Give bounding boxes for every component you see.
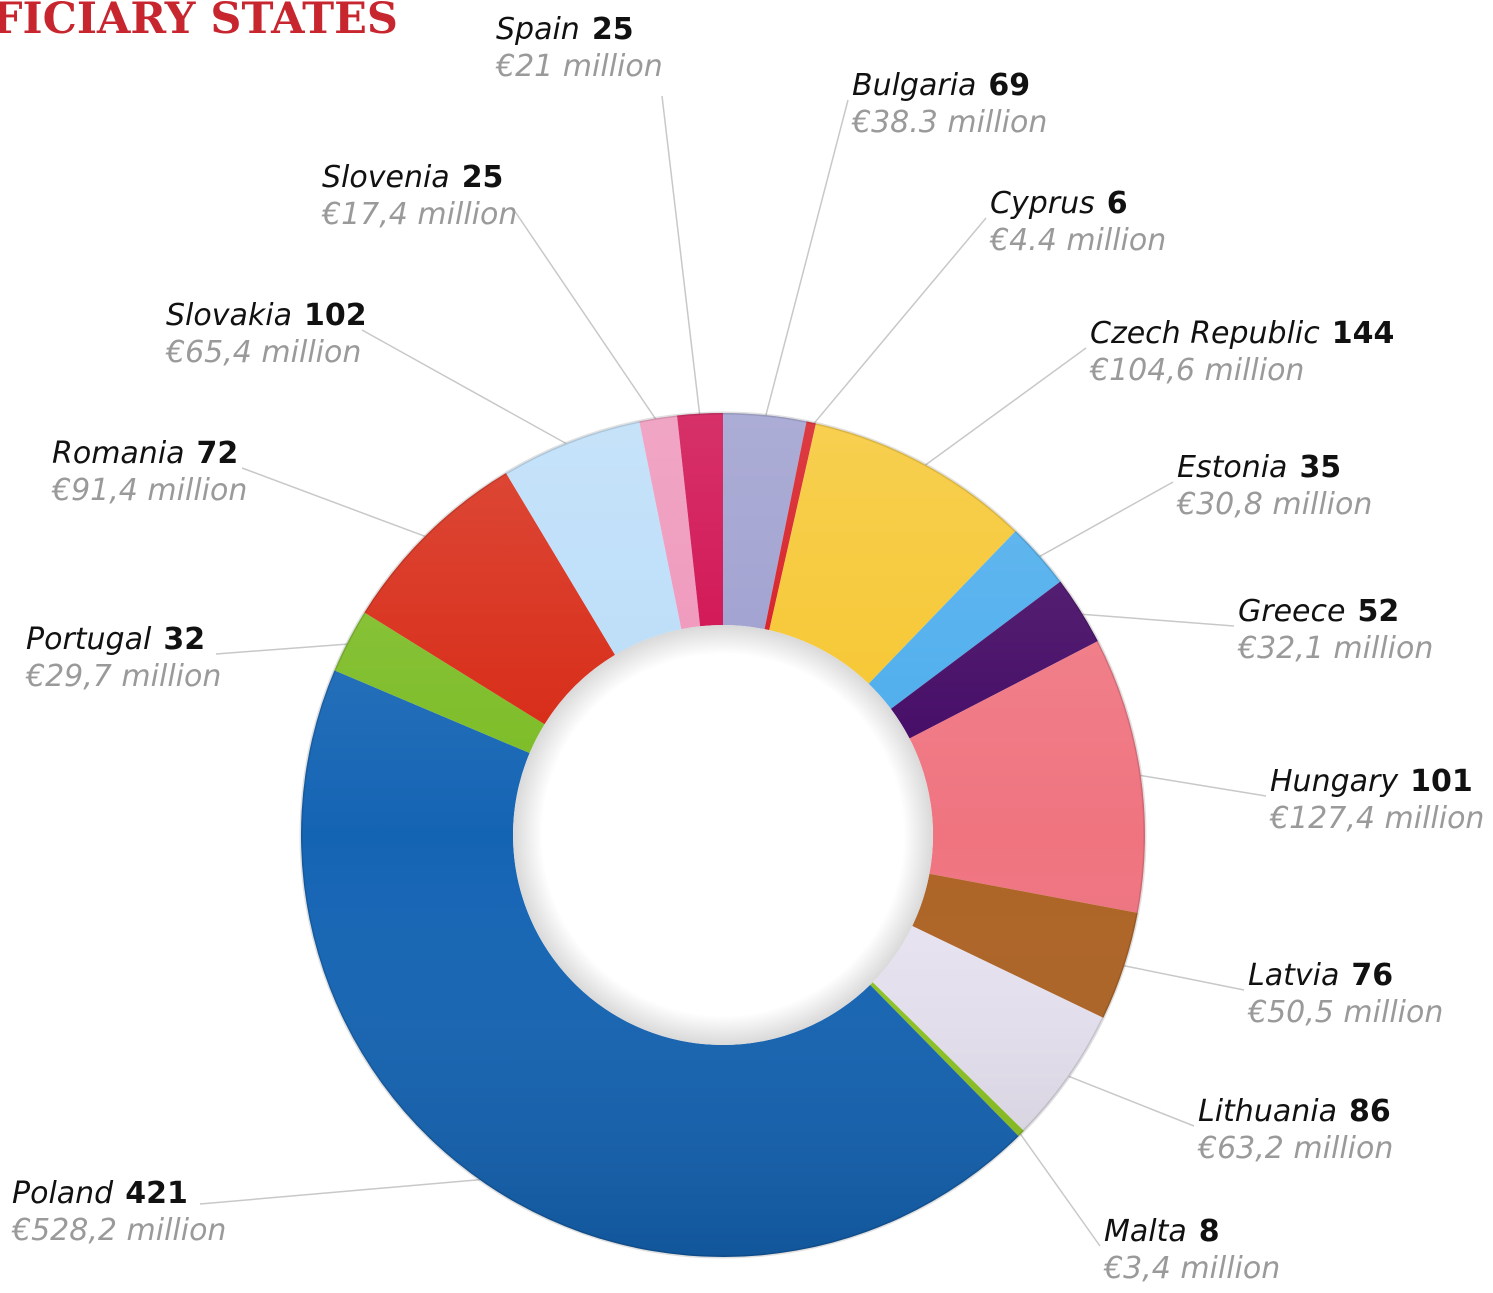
label-latvia: Latvia 76€50,5 million — [1248, 958, 1443, 1030]
leader-hungary — [1134, 773, 1267, 797]
country-name: Hungary — [1270, 764, 1399, 799]
country-name: Slovakia — [166, 298, 292, 333]
project-count: 102 — [303, 298, 367, 333]
amount-label: €63,2 million — [1198, 1131, 1394, 1166]
project-count: 101 — [1410, 764, 1473, 799]
amount-label: €17,4 million — [322, 197, 518, 232]
leader-spain — [661, 95, 702, 420]
leader-romania — [241, 467, 432, 540]
leader-latvia — [1118, 963, 1245, 991]
leader-lines — [199, 95, 1267, 1247]
donut-outer-edge — [299, 411, 1147, 1259]
amount-label: €3,4 million — [1104, 1251, 1281, 1286]
country-name: Greece — [1238, 594, 1346, 629]
leader-estonia — [1034, 481, 1174, 560]
country-name: Spain — [496, 12, 580, 47]
label-romania: Romania 72€91,4 million — [52, 436, 247, 508]
country-name: Bulgaria — [852, 68, 977, 103]
leader-slovenia — [513, 209, 660, 425]
amount-label: €91,4 million — [52, 473, 248, 508]
country-name: Czech Republic — [1090, 316, 1320, 351]
label-hungary: Hungary 101€127,4 million — [1270, 764, 1484, 836]
project-count: 6 — [1106, 186, 1128, 221]
amount-label: €528,2 million — [12, 1213, 227, 1248]
project-count: 35 — [1299, 450, 1342, 485]
leader-greece — [1075, 612, 1235, 627]
label-lithuania: Lithuania 86€63,2 million — [1198, 1094, 1393, 1166]
leader-czech-republic — [919, 347, 1087, 470]
amount-label: €38.3 million — [852, 105, 1048, 140]
project-count: 421 — [125, 1176, 188, 1211]
amount-label: €21 million — [496, 49, 663, 84]
leader-poland — [199, 1178, 489, 1205]
label-malta: Malta 8€3,4 million — [1104, 1214, 1280, 1286]
leader-malta — [1016, 1128, 1101, 1247]
country-name: Malta — [1104, 1214, 1187, 1249]
amount-label: €32,1 million — [1238, 631, 1434, 666]
country-name: Cyprus — [990, 186, 1095, 221]
label-slovakia: Slovakia 102€65,4 million — [166, 298, 367, 370]
project-count: 86 — [1348, 1094, 1391, 1129]
project-count: 25 — [591, 12, 634, 47]
country-name: Portugal — [26, 622, 152, 657]
project-count: 69 — [988, 68, 1031, 103]
amount-label: €29,7 million — [26, 659, 222, 694]
label-portugal: Portugal 32€29,7 million — [26, 622, 221, 694]
country-name: Lithuania — [1198, 1094, 1337, 1129]
amount-label: €50,5 million — [1248, 995, 1444, 1030]
leader-lithuania — [1063, 1073, 1195, 1127]
project-count: 144 — [1331, 316, 1395, 351]
label-greece: Greece 52€32,1 million — [1238, 594, 1433, 666]
project-count: 72 — [196, 436, 239, 471]
donut-overlay — [299, 411, 1147, 1259]
label-estonia: Estonia 35€30,8 million — [1177, 450, 1372, 522]
label-cyprus: Cyprus 6€4.4 million — [990, 186, 1166, 258]
donut-hole — [513, 625, 933, 1045]
country-name: Estonia — [1177, 450, 1288, 485]
label-bulgaria: Bulgaria 69€38.3 million — [852, 68, 1047, 140]
leader-slovakia — [361, 329, 573, 448]
leader-bulgaria — [763, 99, 849, 422]
project-count: 25 — [461, 160, 504, 195]
label-spain: Spain 25€21 million — [496, 12, 663, 84]
project-count: 32 — [163, 622, 206, 657]
country-name: Slovenia — [322, 160, 450, 195]
page-title: FICIARY STATES — [0, 0, 398, 44]
country-name: Romania — [52, 436, 185, 471]
ring-shading — [300, 413, 1145, 1257]
amount-label: €4.4 million — [990, 223, 1167, 258]
label-poland: Poland 421€528,2 million — [12, 1176, 226, 1248]
country-name: Latvia — [1248, 958, 1340, 993]
leader-portugal — [215, 642, 354, 655]
label-slovenia: Slovenia 25€17,4 million — [322, 160, 517, 232]
amount-label: €127,4 million — [1270, 801, 1485, 836]
amount-label: €104,6 million — [1090, 353, 1305, 388]
project-count: 76 — [1351, 958, 1394, 993]
amount-label: €30,8 million — [1177, 487, 1373, 522]
amount-label: €65,4 million — [166, 335, 362, 370]
country-name: Poland — [12, 1176, 114, 1211]
leader-cyprus — [809, 217, 987, 429]
project-count: 8 — [1198, 1214, 1220, 1249]
label-czech-republic: Czech Republic 144 €104,6 million — [1090, 316, 1394, 388]
project-count: 52 — [1357, 594, 1400, 629]
